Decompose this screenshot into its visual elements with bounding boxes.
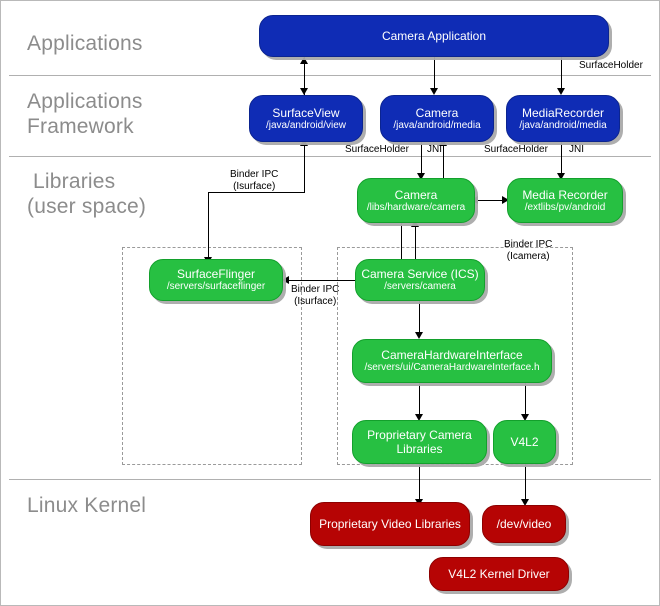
arrowhead-down-into-dev-video (521, 499, 529, 506)
node-title: V4L2 Kernel Driver (448, 567, 550, 581)
node-title: Media Recorder (522, 187, 608, 202)
edge-camera-lib-to-camera-java-up (443, 142, 444, 178)
node-dev-video[interactable]: /dev/video (482, 505, 566, 543)
group-camera-service (337, 247, 573, 465)
node-title: Camera Service (ICS) (361, 267, 479, 281)
arrowhead-up-camera-lib-to-java (439, 139, 447, 146)
layer-label-libraries: Libraries (user space) (27, 170, 147, 218)
node-subtitle: /servers/camera (384, 281, 456, 292)
group-surfaceflinger (122, 247, 302, 465)
node-camera-lib[interactable]: Camera /libs/hardware/camera (357, 178, 475, 223)
node-proprietary-camera-libraries[interactable]: Proprietary Camera Libraries (352, 420, 487, 464)
node-subtitle: /servers/ui/CameraHardwareInterface.h (364, 362, 540, 373)
arrowhead-down-into-proprietary-camera-libraries (415, 414, 423, 421)
edge-v4l2-to-dev-video (525, 460, 526, 504)
layer-divider-applications (9, 75, 651, 76)
edge-surfaceview-binder-vertical (304, 142, 305, 182)
arrowhead-down-into-v4l2 (521, 414, 529, 421)
layer-divider-framework (9, 156, 651, 157)
node-subtitle: /java/android/view (265, 119, 347, 131)
layer-label-applications: Applications (27, 32, 143, 55)
node-surfaceflinger[interactable]: SurfaceFlinger /servers/surfaceflinger (149, 259, 283, 301)
node-title: Camera (415, 105, 459, 120)
node-subtitle: /servers/surfaceflinger (166, 281, 266, 292)
edge-label-surfaceholder-app: SurfaceHolder (579, 60, 643, 71)
edge-chi-to-proprietary-camera-libraries (419, 383, 420, 419)
edge-label-binder-ipc-icamera: Binder IPC (Icamera) (504, 239, 553, 262)
node-proprietary-video-libraries[interactable]: Proprietary Video Libraries (310, 502, 470, 546)
edge-camera-service-to-chi (419, 297, 420, 337)
node-v4l2-kernel-driver[interactable]: V4L2 Kernel Driver (429, 557, 569, 591)
node-title: MediaRecorder (521, 105, 605, 120)
arrowhead-right-to-media-recorder (502, 196, 509, 204)
edge-mediarecorder-java-to-lib (561, 142, 562, 178)
arrowhead-down-mediarecorder-java-to-lib (557, 173, 565, 180)
edge-label-binder-ipc-isurface-top: Binder IPC (Isurface) (230, 169, 279, 192)
edge-binder-isurface-corner-up (304, 181, 305, 193)
edge-camera-lib-media-recorder-lib (473, 200, 509, 201)
edge-label-surfaceholder-recorder: SurfaceHolder (484, 144, 548, 155)
node-camera-hardware-interface[interactable]: CameraHardwareInterface /servers/ui/Came… (352, 339, 552, 383)
edge-camera-service-to-camera-lib-up (415, 223, 416, 269)
node-title: Camera Application (381, 29, 487, 43)
edge-label-jni-camera: JNI (427, 144, 442, 155)
node-title: CameraHardwareInterface (381, 348, 523, 362)
layer-divider-libraries (9, 479, 651, 480)
node-title: V4L2 (510, 435, 539, 449)
layer-label-applications-framework: Applications Framework (27, 90, 143, 138)
arrowhead-up-into-surfaceview (300, 139, 308, 146)
edge-label-jni-recorder: JNI (569, 144, 584, 155)
edge-camera-application-mediarecorder (561, 57, 562, 91)
node-camera-application[interactable]: Camera Application (259, 15, 609, 57)
arrowhead-down-camera-java-to-lib (417, 173, 425, 180)
node-subtitle: /libs/hardware/camera (366, 201, 466, 213)
arrowhead-down-app-to-camera-java (430, 88, 438, 95)
node-title: /dev/video (496, 517, 552, 531)
edge-camera-lib-to-camera-service-down (401, 223, 402, 269)
node-subtitle: /java/android/media (393, 119, 481, 131)
arrowhead-left-into-surfaceflinger (282, 276, 289, 284)
edge-proprietary-camera-to-video-libraries (419, 460, 420, 504)
arrowhead-up-surfaceview-to-app (300, 57, 308, 64)
arrowhead-up-into-camera-lib (411, 220, 419, 227)
edge-label-surfaceholder-camera: SurfaceHolder (345, 144, 409, 155)
edge-label-binder-ipc-isurface-mid: Binder IPC (Isurface) (291, 284, 340, 307)
edge-binder-isurface-down-to-surfaceflinger (208, 192, 209, 262)
edge-camera-application-surfaceview (304, 57, 305, 95)
edge-binder-isurface-horizontal (208, 192, 305, 193)
node-v4l2[interactable]: V4L2 (493, 420, 556, 464)
node-title: SurfaceFlinger (176, 267, 256, 281)
layer-label-linux-kernel: Linux Kernel (27, 494, 147, 517)
arrowhead-down-into-chi (415, 332, 423, 339)
node-media-recorder-lib[interactable]: Media Recorder /extlibs/pv/android (507, 178, 623, 223)
node-title: Camera (394, 187, 438, 202)
node-camera-java[interactable]: Camera /java/android/media (380, 95, 494, 142)
node-subtitle: /java/android/media (519, 119, 607, 131)
node-subtitle: /extlibs/pv/android (524, 201, 606, 213)
edge-camera-service-to-surfaceflinger (284, 280, 355, 281)
node-title: SurfaceView (272, 105, 340, 120)
node-title: Proprietary Camera Libraries (367, 428, 472, 456)
arrowhead-down-app-to-mediarecorder (557, 88, 565, 95)
edge-chi-to-v4l2 (525, 383, 526, 419)
node-camera-service[interactable]: Camera Service (ICS) /servers/camera (355, 259, 485, 301)
node-mediarecorder-java[interactable]: MediaRecorder /java/android/media (506, 95, 620, 142)
arrowhead-down-app-to-surfaceview (300, 88, 308, 95)
node-surfaceview[interactable]: SurfaceView /java/android/view (249, 95, 363, 142)
edge-camera-java-to-camera-lib-down (421, 142, 422, 178)
node-title: Proprietary Video Libraries (319, 517, 461, 531)
edge-camera-application-camera-java (434, 57, 435, 91)
